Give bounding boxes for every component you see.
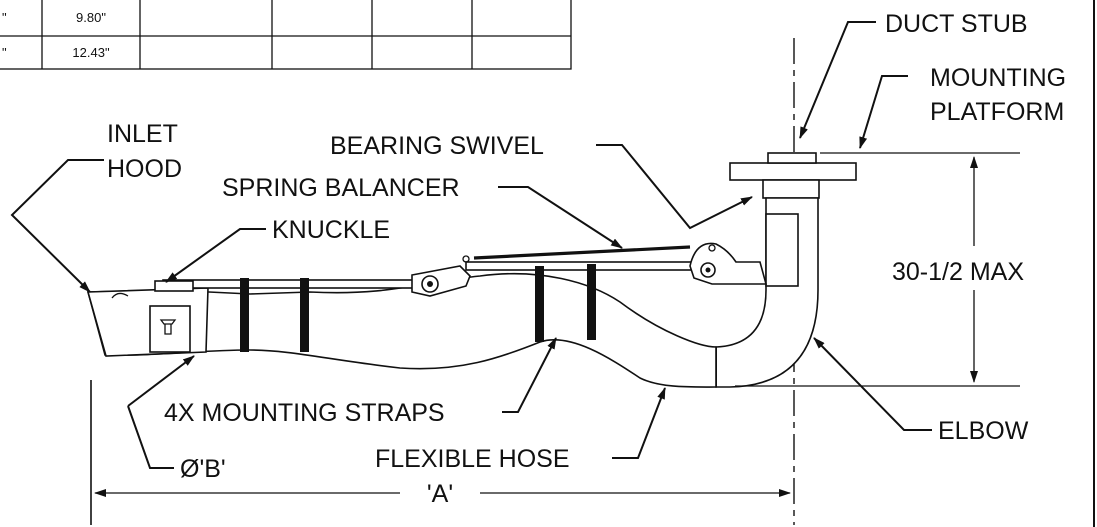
dim-b-label: Ø'B': [180, 455, 226, 483]
dim-a-label: 'A': [427, 480, 453, 508]
elbow-label: ELBOW: [938, 417, 1029, 445]
inlet-hood-label-line1: INLET: [107, 120, 178, 148]
mounting-straps-label: 4X MOUNTING STRAPS: [164, 399, 445, 427]
mounting-straps: [240, 264, 596, 352]
inlet-hood-label-line2: HOOD: [107, 155, 182, 183]
bearing-swivel-label: BEARING SWIVEL: [330, 132, 544, 160]
mounting-platform-label-line1: MOUNTING: [930, 64, 1066, 92]
support-arm: [154, 242, 768, 297]
duct-stub-label: DUCT STUB: [885, 10, 1028, 38]
mounting-platform-label-line2: PLATFORM: [930, 98, 1064, 126]
table-cell-row2-col-b: 12.43": [72, 45, 110, 60]
table-cell-row1-col-b: 9.80": [76, 10, 106, 25]
mounting-platform: [729, 152, 857, 199]
leader-lines: [10, 21, 932, 469]
flexible-hose-label: FLEXIBLE HOSE: [375, 445, 570, 473]
elbow: [715, 197, 819, 388]
spring-balancer-label: SPRING BALANCER: [222, 174, 460, 202]
dimension-table: " 9.80" " 12.43": [0, 0, 572, 70]
inlet-hood: [86, 287, 209, 357]
latch-icon: [159, 319, 177, 335]
max-height-label: 30-1/2 MAX: [892, 258, 1024, 286]
table-cell-row2-col-a: ": [2, 45, 7, 60]
height-dimension: [735, 152, 1020, 387]
knuckle-label: KNUCKLE: [272, 216, 390, 244]
table-cell-row1-col-a: ": [2, 10, 7, 25]
